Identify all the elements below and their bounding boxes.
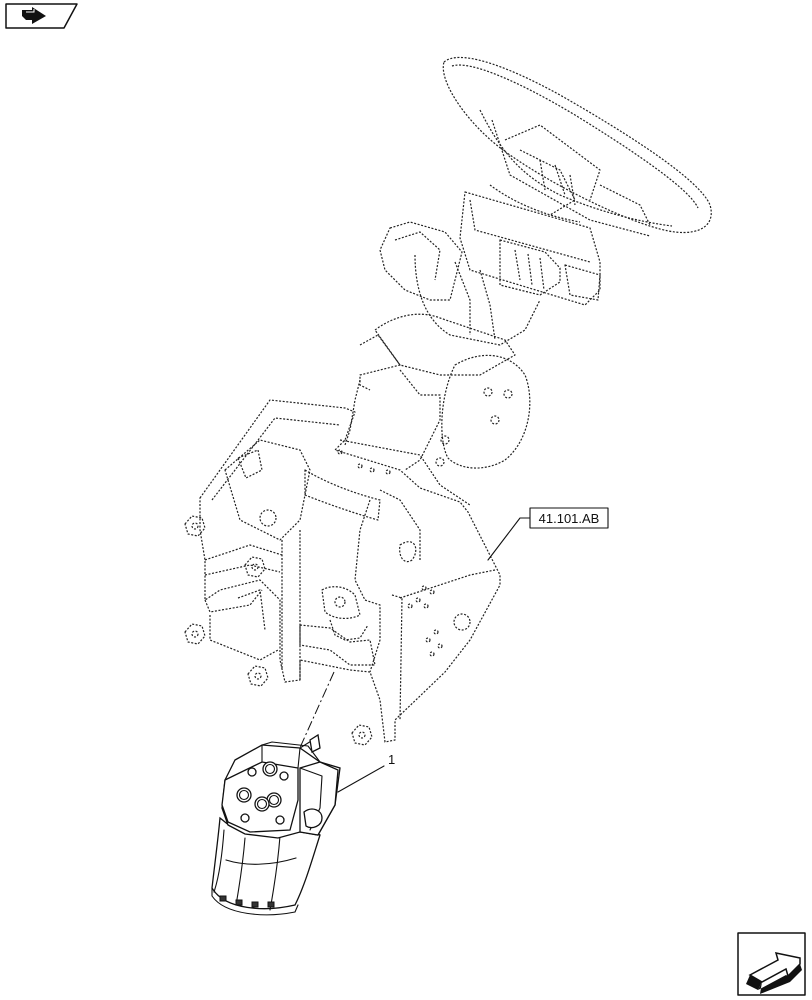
steering-column-upper	[379, 191, 601, 346]
bolt	[244, 556, 266, 578]
mounting-bolts	[184, 515, 373, 746]
callout-41-101-ab[interactable]: 41.101.AB	[487, 507, 609, 561]
bolt	[351, 724, 373, 746]
steering-wheel	[442, 56, 712, 237]
callout-label: 41.101.AB	[539, 511, 600, 526]
mounting-bracket	[199, 399, 501, 743]
bolt	[247, 665, 269, 687]
tilt-bracket	[344, 313, 531, 471]
callout-item-1: 1	[337, 752, 395, 793]
next-page-arrow-icon[interactable]	[737, 932, 806, 996]
bolt	[184, 515, 206, 537]
item-number: 1	[388, 752, 395, 767]
steering-control-unit	[211, 733, 341, 916]
shaft-centerline	[297, 671, 335, 753]
arrow-tab-icon[interactable]	[5, 3, 78, 29]
bolt	[184, 623, 206, 645]
